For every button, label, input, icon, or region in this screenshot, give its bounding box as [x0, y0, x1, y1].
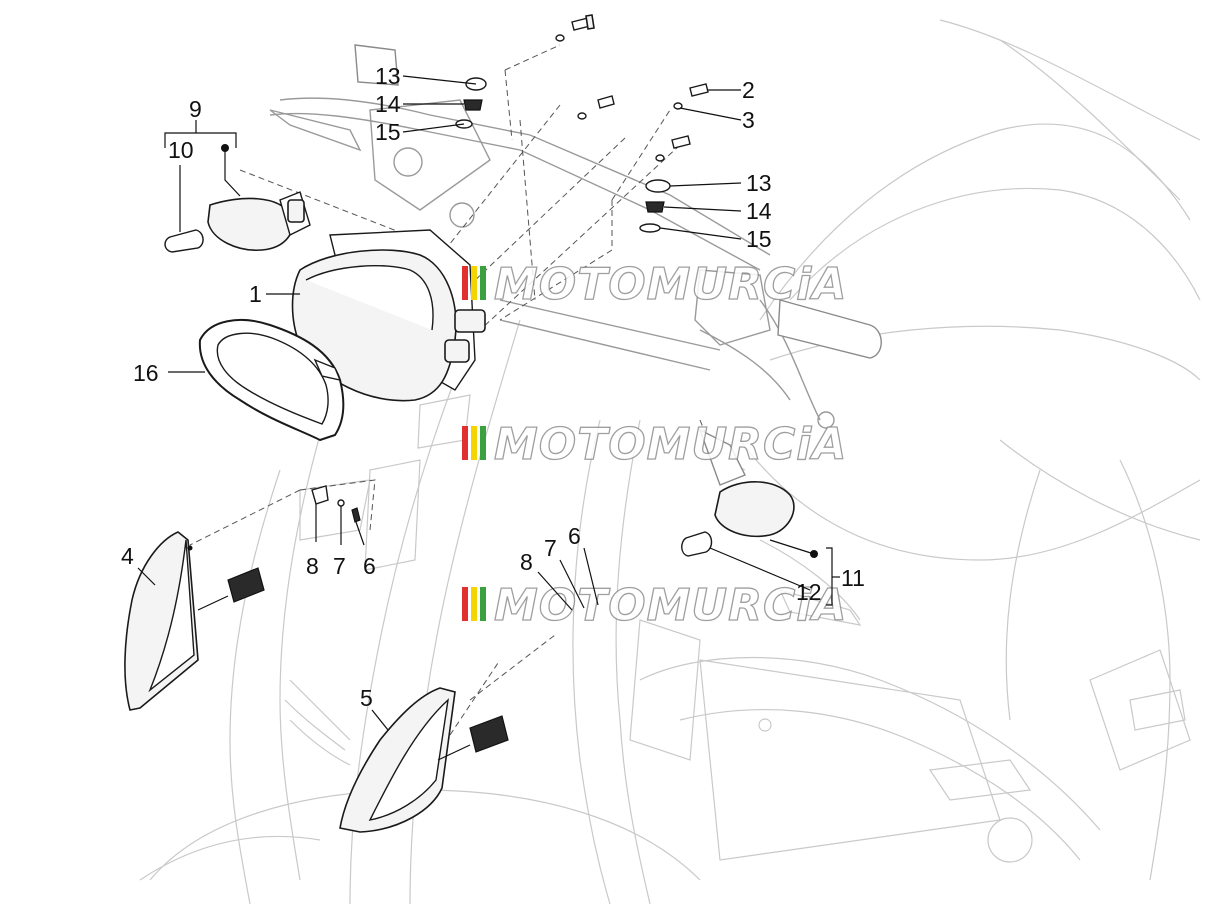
- watermark-bottom: MOTOMURCiA: [462, 579, 847, 632]
- callout-15-left: 15: [375, 119, 401, 145]
- callout-10: 10: [168, 137, 194, 163]
- callout-2: 2: [742, 77, 755, 103]
- watermark-text: MOTOMURCiA: [494, 259, 847, 310]
- callout-labels: 9 10 1 16 4 5 13 14 15 2 3 13 14 15 8 7 …: [121, 63, 865, 711]
- callout-leaders: [137, 75, 840, 731]
- callout-13-right: 13: [746, 170, 772, 196]
- callout-6-right: 6: [568, 523, 581, 549]
- callout-11: 11: [841, 565, 865, 591]
- side-marker-light-right: [339, 687, 509, 833]
- watermark-middle: MOTOMURCiA: [462, 418, 847, 471]
- callout-8-left: 8: [306, 553, 319, 579]
- watermark-text: MOTOMURCiA: [494, 580, 847, 631]
- callout-5: 5: [360, 685, 373, 711]
- side-marker-light-left: [124, 531, 265, 711]
- turn-signal-left-assembly: [164, 144, 311, 253]
- watermark-top: MOTOMURCiA: [462, 258, 847, 311]
- headlamp-bezel: [198, 319, 345, 442]
- headlamp-unit: [291, 229, 486, 402]
- callout-9: 9: [189, 96, 202, 122]
- turn-signal-right-assembly: [681, 428, 818, 558]
- callout-15-right: 15: [746, 226, 772, 252]
- callout-14-left: 14: [375, 91, 401, 117]
- callout-7-right: 7: [544, 535, 557, 561]
- callout-1: 1: [249, 281, 262, 307]
- watermark-text: MOTOMURCiA: [494, 419, 847, 470]
- callout-4: 4: [121, 543, 134, 569]
- callout-16: 16: [133, 360, 159, 386]
- callout-12: 12: [796, 579, 822, 605]
- callout-7-left: 7: [333, 553, 346, 579]
- callout-6-left: 6: [363, 553, 376, 579]
- callout-13-left: 13: [375, 63, 401, 89]
- callout-14-right: 14: [746, 198, 772, 224]
- scooter-body-ghost-outline: [139, 19, 1201, 904]
- callout-8-right: 8: [520, 549, 533, 575]
- screws-and-washers: [311, 14, 709, 523]
- callout-3: 3: [742, 107, 755, 133]
